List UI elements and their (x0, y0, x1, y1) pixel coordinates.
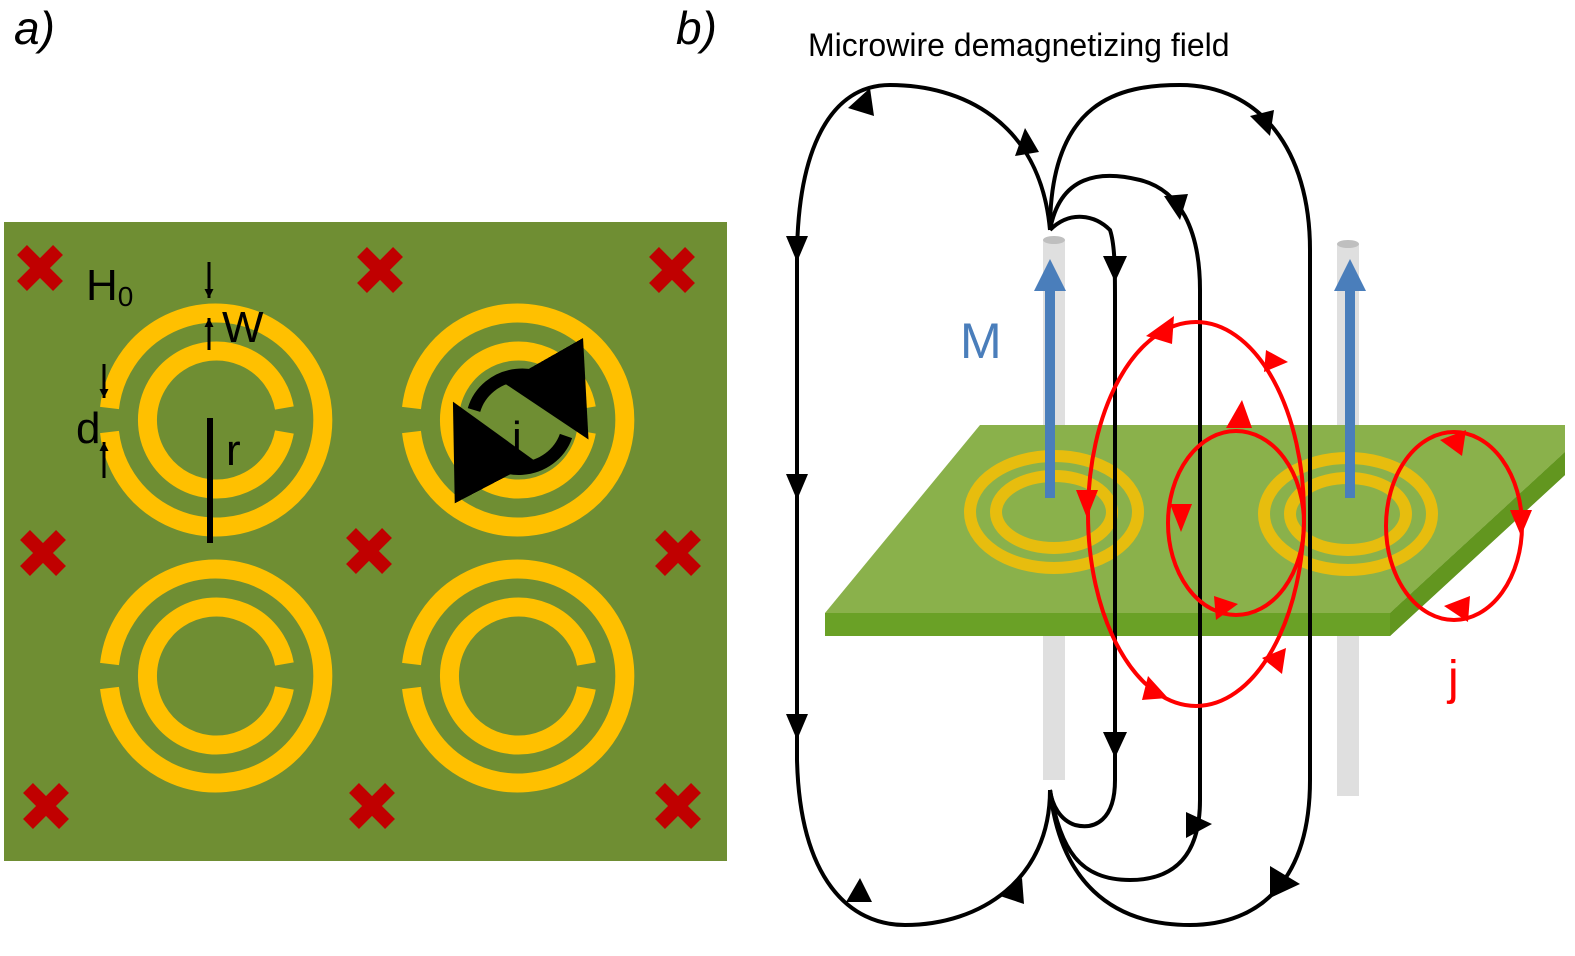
arrowhead-icon (1170, 504, 1192, 532)
arrowhead-icon (1164, 194, 1188, 220)
field-arrowheads (786, 88, 1300, 904)
width-label: W (222, 303, 264, 352)
arrowhead-icon (1214, 596, 1238, 620)
magnetization-label: M (960, 313, 1002, 369)
field-label: H0 (86, 261, 133, 312)
gap-label: d (76, 404, 100, 453)
current-label-b: j (1446, 652, 1459, 705)
arrowhead-icon (1262, 648, 1286, 674)
arrowhead-icon (1103, 256, 1127, 282)
current-label-a: j (510, 413, 522, 462)
arrowhead-icon (1270, 866, 1300, 898)
arrowhead-icon (1103, 732, 1127, 758)
arrowhead-icon (786, 714, 808, 740)
arrowhead-icon (1142, 676, 1168, 700)
arrowhead-icon (1000, 878, 1024, 904)
arrowhead-icon (1186, 812, 1212, 838)
current-circulation (452, 337, 589, 504)
panel-b-label: b) (676, 2, 717, 54)
current-arrowheads (1076, 316, 1532, 700)
arrowhead-icon (1250, 110, 1274, 136)
arrowhead-icon (846, 878, 872, 902)
arrowhead-icon (1264, 350, 1288, 372)
current-loop-middle (1166, 429, 1306, 617)
arrowhead-icon (1226, 400, 1252, 428)
arrowhead-icon (786, 474, 808, 500)
arrowhead-icon (1146, 316, 1174, 344)
arrowhead-icon (1444, 596, 1470, 622)
panel-a-label: a) (14, 2, 55, 54)
arrowhead-icon (1076, 490, 1098, 518)
arrowhead-icon (786, 236, 808, 262)
arrowhead-icon (1440, 430, 1466, 456)
arrowhead-icon (848, 88, 874, 116)
radius-label: r (226, 426, 241, 475)
arrowhead-icon (1510, 510, 1532, 536)
arrowhead-icon (1015, 128, 1039, 156)
demagnetizing-field-lines-front (795, 250, 1312, 928)
panel-b-title: Microwire demagnetizing field (808, 27, 1230, 63)
